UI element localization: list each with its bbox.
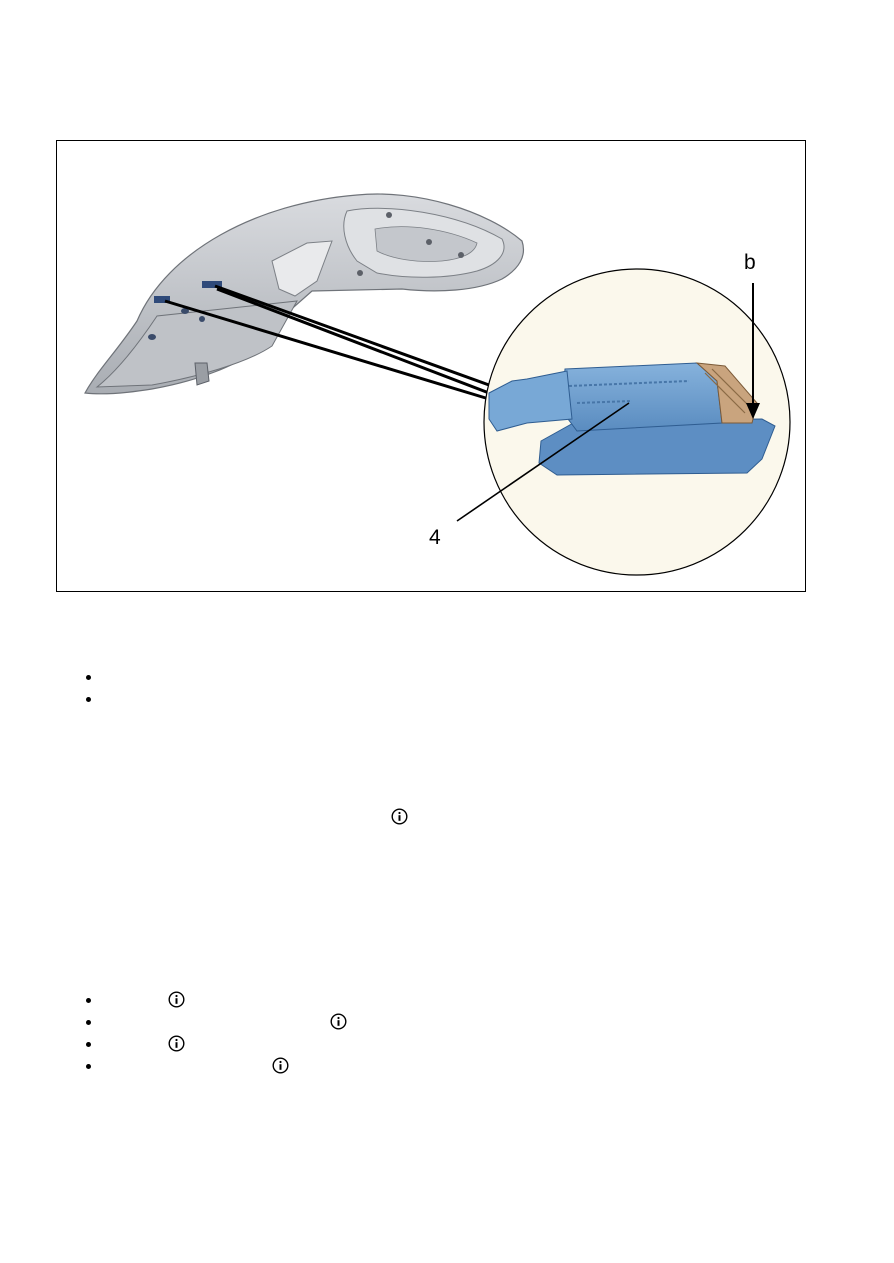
tailgate-illustration <box>84 193 791 576</box>
bullet-dot <box>86 1064 91 1069</box>
tailgate-lower-trim <box>95 300 298 388</box>
callout-4-leader <box>456 402 630 522</box>
bullet-dot <box>86 1020 91 1025</box>
bullet-dot <box>86 998 91 1003</box>
mount-hole-2 <box>181 308 189 314</box>
info-circle-icon[interactable] <box>272 1057 289 1079</box>
mount-hole-1 <box>148 334 156 340</box>
bullet-dot <box>86 675 91 680</box>
leader-line-upper <box>214 284 490 387</box>
callout-label-b: b <box>744 251 756 274</box>
tailgate-latch <box>194 362 210 386</box>
tailgate-handle-frame <box>271 240 333 297</box>
callout-b-arrowhead <box>746 403 760 419</box>
mount-hole-3 <box>199 316 205 322</box>
callout-label-4: 4 <box>429 526 441 549</box>
screw-2 <box>426 239 432 245</box>
lamp-mount-left <box>154 296 170 303</box>
figure-frame: b 4 <box>56 140 806 592</box>
terminal-line-2 <box>711 368 753 410</box>
bullet-dot <box>86 1042 91 1047</box>
screw-4 <box>357 270 363 276</box>
screw-3 <box>458 252 464 258</box>
bullet-dot <box>86 697 91 702</box>
leader-line-mid <box>216 287 490 395</box>
info-circle-icon[interactable] <box>168 991 185 1013</box>
leader-line-lower <box>164 299 490 401</box>
lamp-mount-right <box>202 281 222 288</box>
screw-1 <box>386 212 392 218</box>
lamp-terminal <box>695 362 758 424</box>
lamp-connector <box>488 370 573 432</box>
lamp-housing <box>561 362 723 432</box>
tailgate-recess <box>374 226 478 262</box>
info-circle-icon[interactable] <box>330 1013 347 1035</box>
terminal-line-1 <box>704 372 746 414</box>
info-circle-icon[interactable] <box>168 1035 185 1057</box>
info-circle-icon[interactable] <box>391 808 408 830</box>
